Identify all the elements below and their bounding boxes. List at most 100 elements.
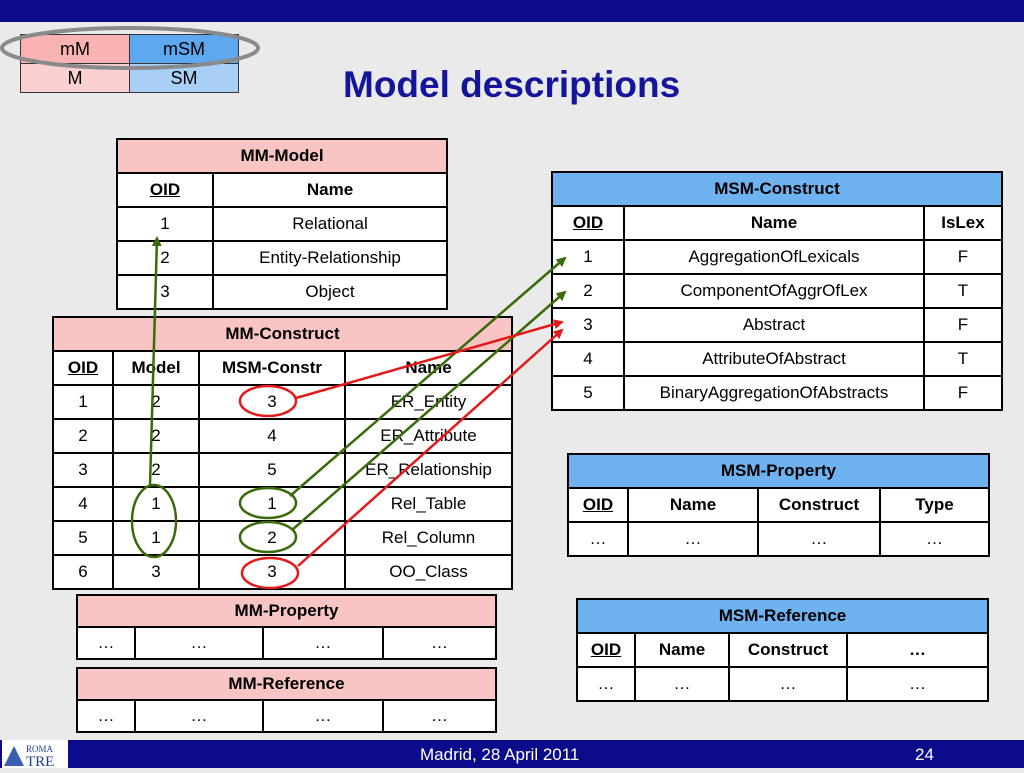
cell: ER_Entity xyxy=(344,384,513,420)
mm-construct-table: MM-Construct OID Model MSM-Constr Name 1… xyxy=(52,316,513,590)
cell: ER_Relationship xyxy=(344,452,513,488)
msm-property-title: MSM-Property xyxy=(567,453,990,489)
cell: 4 xyxy=(52,486,114,522)
cell: 2 xyxy=(112,452,200,488)
cell: 5 xyxy=(52,520,114,556)
cell: Object xyxy=(212,274,448,310)
cell: 5 xyxy=(551,375,625,411)
cell: … xyxy=(846,666,989,702)
legend-sm: SM xyxy=(129,63,239,93)
header-name: Name xyxy=(627,487,759,523)
cell: 1 xyxy=(112,486,200,522)
cell: … xyxy=(134,626,264,660)
cell: … xyxy=(567,521,629,557)
top-bar xyxy=(0,0,1024,22)
cell: 1 xyxy=(198,486,346,522)
cell: … xyxy=(757,521,881,557)
cell: 3 xyxy=(52,452,114,488)
msm-property-table: MSM-Property OID Name Construct Type … …… xyxy=(567,453,990,557)
cell: … xyxy=(76,626,136,660)
header-name: Name xyxy=(634,632,730,668)
cell: 1 xyxy=(112,520,200,556)
header-name: Name xyxy=(212,172,448,208)
cell: 2 xyxy=(112,418,200,454)
cell: … xyxy=(262,626,384,660)
cell: OO_Class xyxy=(344,554,513,590)
legend-table: mM mSM M SM xyxy=(20,34,239,93)
cell: 3 xyxy=(551,307,625,343)
cell: … xyxy=(262,699,384,733)
header-name: Name xyxy=(344,350,513,386)
cell: 2 xyxy=(116,240,214,276)
msm-construct-title: MSM-Construct xyxy=(551,171,1003,207)
logo-line2: TRE xyxy=(26,754,54,768)
cell: 4 xyxy=(198,418,346,454)
cell: AttributeOfAbstract xyxy=(623,341,925,377)
cell: Abstract xyxy=(623,307,925,343)
bottom-bar xyxy=(0,740,1024,768)
header-msm-constr: MSM-Constr xyxy=(198,350,346,386)
mm-property-title: MM-Property xyxy=(76,594,497,628)
cell: … xyxy=(634,666,730,702)
page-number: 24 xyxy=(915,745,934,764)
mm-property-table: MM-Property … … … … xyxy=(76,594,497,660)
cell: 1 xyxy=(116,206,214,242)
msm-reference-table: MSM-Reference OID Name Construct … … … …… xyxy=(576,598,989,702)
header-islex: IsLex xyxy=(923,205,1003,241)
cell: … xyxy=(382,626,497,660)
cell: … xyxy=(627,521,759,557)
header-name: Name xyxy=(623,205,925,241)
legend-msm: mSM xyxy=(129,34,239,64)
header-more: … xyxy=(846,632,989,668)
mm-construct-title: MM-Construct xyxy=(52,316,513,352)
cell: BinaryAggregationOfAbstracts xyxy=(623,375,925,411)
cell: F xyxy=(923,307,1003,343)
cell: T xyxy=(923,273,1003,309)
header-model: Model xyxy=(112,350,200,386)
cell: 2 xyxy=(198,520,346,556)
cell: 2 xyxy=(551,273,625,309)
cell: 4 xyxy=(551,341,625,377)
cell: ER_Attribute xyxy=(344,418,513,454)
cell: Rel_Table xyxy=(344,486,513,522)
cell: 6 xyxy=(52,554,114,590)
mm-reference-table: MM-Reference … … … … xyxy=(76,667,497,733)
cell: 2 xyxy=(112,384,200,420)
cell: … xyxy=(728,666,848,702)
logo-line1: ROMA xyxy=(26,744,54,754)
logo-icon: ROMA TRE xyxy=(4,744,54,770)
header-construct: Construct xyxy=(757,487,881,523)
legend-mm: mM xyxy=(20,34,130,64)
footer-location-date: Madrid, 28 April 2011 xyxy=(420,745,580,764)
cell: F xyxy=(923,239,1003,275)
mm-reference-title: MM-Reference xyxy=(76,667,497,701)
legend-m: M xyxy=(20,63,130,93)
cell: Rel_Column xyxy=(344,520,513,556)
cell: … xyxy=(576,666,636,702)
header-construct: Construct xyxy=(728,632,848,668)
page-title: Model descriptions xyxy=(343,64,681,105)
cell: 1 xyxy=(551,239,625,275)
cell: T xyxy=(923,341,1003,377)
cell: … xyxy=(382,699,497,733)
cell: 1 xyxy=(52,384,114,420)
header-oid: OID xyxy=(551,205,625,241)
cell: 3 xyxy=(198,554,346,590)
header-oid: OID xyxy=(116,172,214,208)
cell: 2 xyxy=(52,418,114,454)
cell: F xyxy=(923,375,1003,411)
header-oid: OID xyxy=(576,632,636,668)
cell: AggregationOfLexicals xyxy=(623,239,925,275)
cell: 3 xyxy=(116,274,214,310)
cell: Relational xyxy=(212,206,448,242)
cell: ComponentOfAggrOfLex xyxy=(623,273,925,309)
cell: … xyxy=(134,699,264,733)
cell: Entity-Relationship xyxy=(212,240,448,276)
msm-reference-title: MSM-Reference xyxy=(576,598,989,634)
cell: 3 xyxy=(198,384,346,420)
cell: … xyxy=(879,521,990,557)
mm-model-title: MM-Model xyxy=(116,138,448,174)
header-oid: OID xyxy=(52,350,114,386)
